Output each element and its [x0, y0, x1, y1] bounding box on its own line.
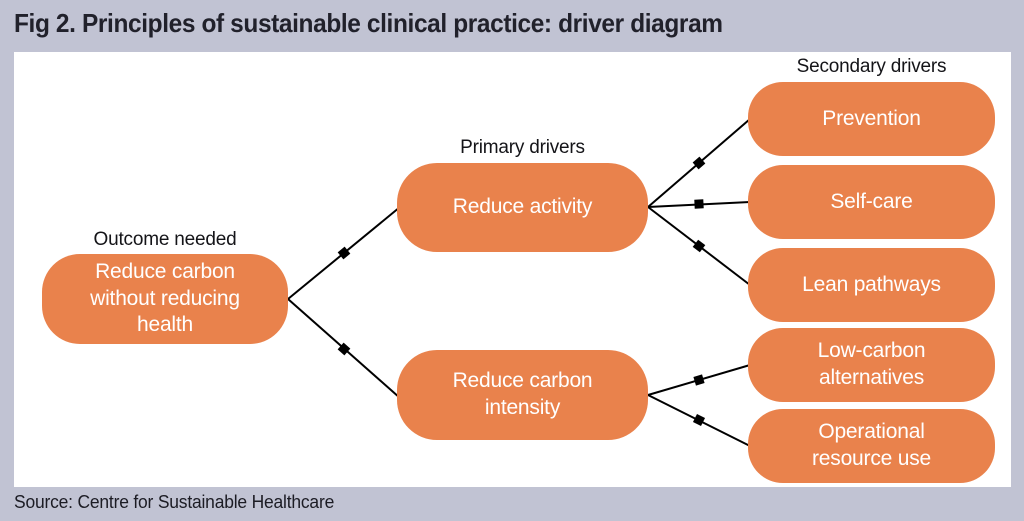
source-caption: Source: Centre for Sustainable Healthcar… [14, 492, 335, 512]
node-prevention: Prevention [748, 82, 995, 156]
node-operational-resource-use: Operational resource use [748, 409, 995, 483]
node-reduce-activity: Reduce activity [397, 163, 648, 252]
column-label-primary: Primary drivers [460, 137, 585, 158]
column-label-secondary: Secondary drivers [796, 56, 947, 77]
figure-title: Fig 2. Principles of sustainable clinica… [14, 8, 723, 38]
node-reduce-carbon-intensity: Reduce carbon intensity [397, 350, 648, 440]
node-lean-pathways: Lean pathways [748, 248, 995, 322]
node-outcome-reduce-carbon: Reduce carbon without reducing health [42, 254, 288, 344]
node-low-carbon-alternatives: Low-carbon alternatives [748, 328, 995, 402]
node-self-care: Self-care [748, 165, 995, 239]
column-label-outcome: Outcome needed [93, 229, 237, 250]
